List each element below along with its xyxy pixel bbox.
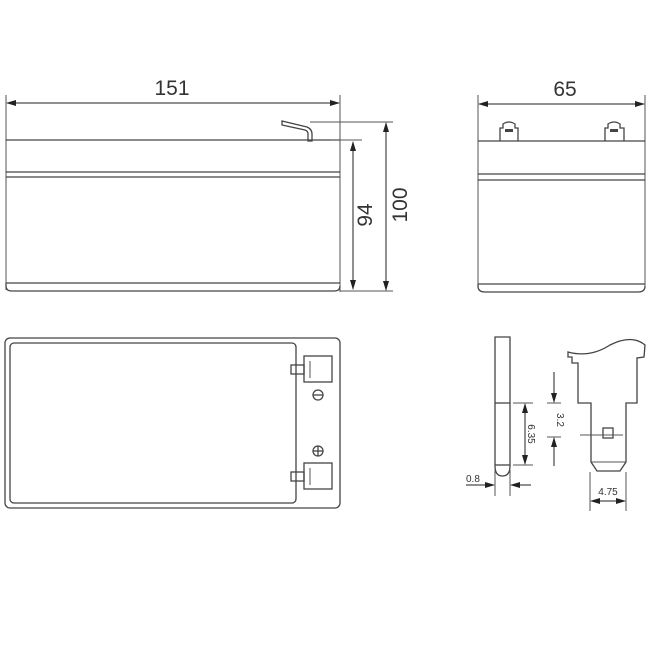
width-label: 151 — [154, 77, 189, 100]
container-height-label: 94 — [354, 203, 377, 227]
side-view: 65 — [477, 78, 646, 293]
negative-symbol — [312, 389, 324, 401]
terminal-detail: 0.8 6.35 3.2 4.75 — [466, 336, 646, 511]
blade-length-label: 6.35 — [525, 424, 536, 444]
top-view — [4, 337, 341, 509]
terminal-tab — [281, 120, 313, 142]
blade-width-label: 4.75 — [598, 487, 618, 498]
negative-terminal — [290, 355, 333, 383]
terminal-blade-side — [494, 336, 511, 477]
positive-terminal — [290, 462, 333, 490]
terminal-left — [499, 121, 519, 141]
terminal-blade-front — [567, 338, 646, 472]
depth-label: 65 — [553, 78, 576, 101]
positive-symbol — [312, 445, 324, 457]
total-height-label: 100 — [389, 187, 412, 222]
terminal-right — [604, 121, 625, 141]
front-view: 151 94 100 — [5, 77, 412, 292]
thickness-label: 0.8 — [466, 474, 480, 485]
hole-offset-label: 3.2 — [554, 413, 565, 427]
